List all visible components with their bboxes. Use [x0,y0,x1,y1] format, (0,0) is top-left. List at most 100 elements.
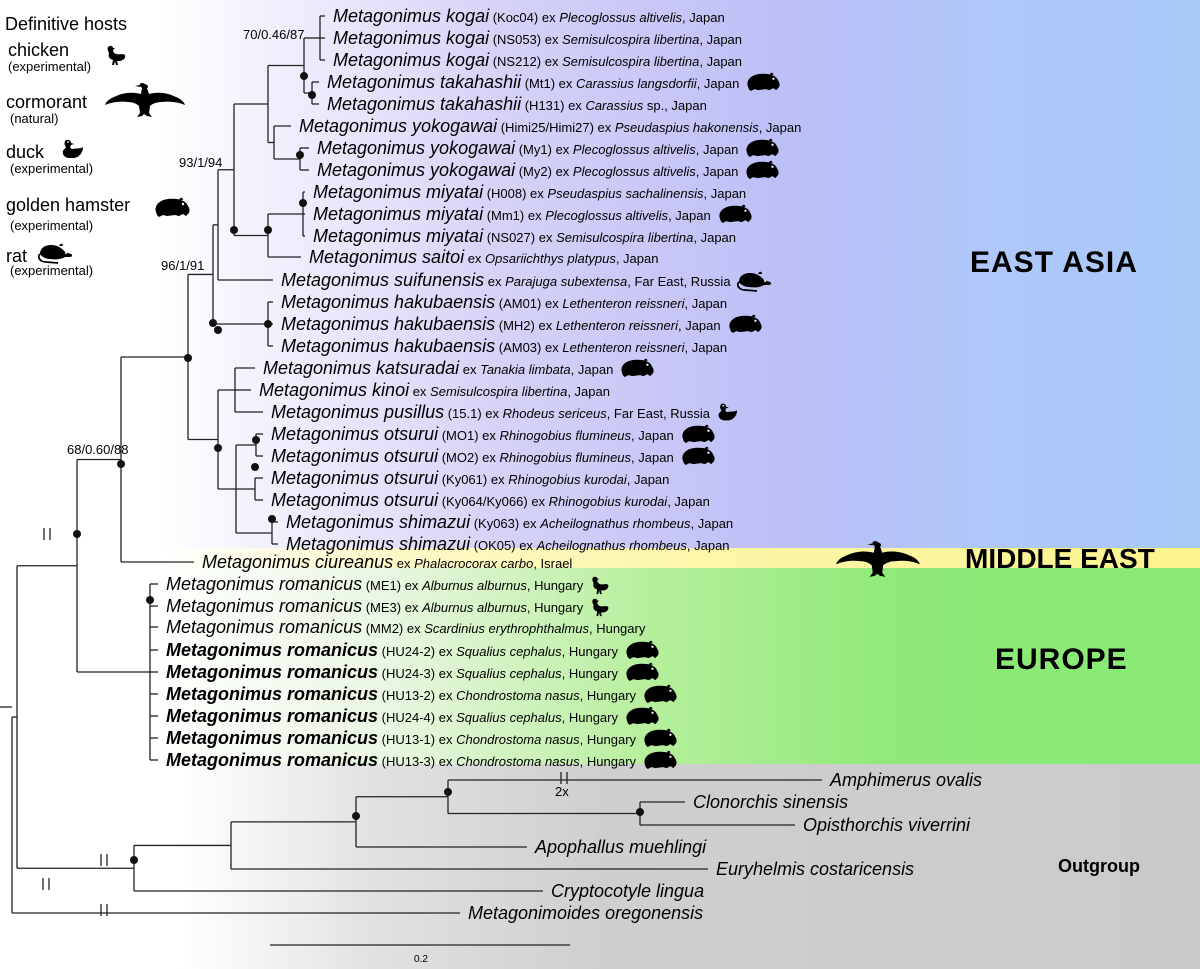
locality: , Hungary [561,710,618,725]
fish-host: Semisulcospira libertina [430,384,568,399]
locality: , Japan [695,142,739,157]
taxon-label: Metagonimus hakubaensis (AM01) ex Lethen… [281,292,727,312]
isolate-code: (AM01) [495,296,542,311]
fish-host: Chondrostoma nasus [456,688,580,703]
locality: , Hungary [579,688,637,703]
fish-host: Plecoglossus altivelis [559,10,683,25]
locality: , Far East, Russia [627,274,731,289]
hamster-icon [624,662,660,683]
supported-node-marker [252,436,260,444]
ex-label: ex [435,754,457,769]
fish-host: Carassius [585,98,644,113]
ex-label: ex [593,120,615,135]
supported-node-marker [268,515,276,523]
hamster-icon [624,640,660,661]
hamster-icon [624,706,660,727]
isolate-code: (H131) [521,98,565,113]
supported-node-marker [444,788,452,796]
species-name: Metagonimus hakubaensis [281,336,496,356]
fish-host: Rhinogobius kurodai [548,494,668,509]
ex-label: ex [478,428,500,443]
species-name: Metagonimus romanicus [166,728,379,748]
legend-name-duck: duck [6,142,45,162]
species-name: Metagonimus yokogawai [317,160,516,180]
species-name: Metagonimus kogai [333,50,490,70]
ex-label: ex [401,600,423,615]
taxon-label: Apophallus muehlingi [535,837,706,857]
fish-host: Alburnus alburnus [422,578,527,593]
legend-item-rat: rat (experimental) [6,246,93,278]
species-name: Metagonimus kinoi [259,380,410,400]
hamster-icon [717,204,753,225]
locality: , Hungary [526,578,584,593]
species-name: Metagonimus romanicus [166,706,379,726]
locality: , Japan [699,32,743,47]
taxon-label: Metagonimus romanicus (ME3) ex Alburnus … [166,596,611,616]
locality: , Japan [631,428,674,443]
fish-host: Lethenteron reissneri [555,318,678,333]
isolate-code: (Mm1) [483,208,525,223]
species-name: Metagonimus shimazui [286,512,471,532]
species-name: Metagonimus miyatai [313,226,484,246]
isolate-code: (Ky061) [438,472,488,487]
locality: , Japan [684,296,728,311]
supported-node-marker [230,226,238,234]
locality: sp., Japan [643,98,707,113]
ex-label: ex [555,76,577,91]
taxon-label: Metagonimus katsuradai ex Tanakia limbat… [263,358,655,378]
species-name: Metagonimus hakubaensis [281,314,496,334]
locality: , Japan [693,230,737,245]
fish-host: Squalius cephalus [456,644,562,659]
fish-host: Phalacrocorax carbo [414,556,534,571]
taxon-label: Metagonimus romanicus (HU13-1) ex Chondr… [166,728,678,748]
isolate-code: (ME3) [362,600,402,615]
taxon-label: Metagonimus miyatai (H008) ex Pseudaspiu… [313,182,746,202]
taxon-label: Metagonimus ciureanus ex Phalacrocorax c… [202,552,572,572]
isolate-code: (MO2) [438,450,479,465]
fish-host: Plecoglossus altivelis [572,164,696,179]
supported-node-marker [296,151,304,159]
locality: , Japan [682,10,725,25]
ex-label: ex [541,296,563,311]
ex-label: ex [435,732,457,747]
fish-host: Semisulcospira libertina [562,32,700,47]
isolate-code: (AM03) [495,340,542,355]
taxon-label: Metagonimus miyatai (Mm1) ex Plecoglossu… [313,204,753,224]
chicken-icon [104,44,128,66]
chicken-icon [589,597,611,617]
species-name: Metagonimus pusillus [271,402,445,422]
chicken-icon [589,575,611,595]
taxon-label: Metagonimus pusillus (15.1) ex Rhodeus s… [271,402,738,422]
ex-label: ex [515,538,537,553]
species-name: Metagonimus yokogawai [317,138,516,158]
species-name: Metagonimus kogai [333,6,490,26]
taxon-label: Metagonimus hakubaensis (MH2) ex Lethent… [281,314,763,334]
ex-label: ex [401,578,423,593]
locality: , Japan [626,472,670,487]
taxon-label: Metagonimus romanicus (HU24-3) ex Squali… [166,662,660,682]
taxon-label: Metagonimus saitoi ex Opsariichthys plat… [309,247,658,267]
support-label-core: 93/1/94 [179,155,223,170]
fish-host: Squalius cephalus [456,710,562,725]
supported-node-marker [308,91,316,99]
taxon-label: Metagonimus kogai (NS212) ex Semisulcosp… [333,50,742,70]
ex-label: ex [551,142,573,157]
legend-note-duck: (experimental) [10,161,94,176]
ex-label: ex [526,186,548,201]
taxon-label: Metagonimoides oregonensis [468,903,703,923]
species-name: Metagonimus romanicus [166,662,379,682]
taxon-label: Metagonimus kogai (Koc04) ex Plecoglossu… [333,6,725,26]
locality: , Hungary [579,732,637,747]
isolate-code: (ME1) [362,578,402,593]
supported-node-marker [209,319,217,327]
species-name: Metagonimus suifunensis [281,270,485,290]
region-label-middle-east: MIDDLE EAST [965,543,1155,574]
supported-node-marker [117,460,125,468]
taxon-label: Metagonimus miyatai (NS027) ex Semisulco… [313,226,736,246]
isolate-code: (HU24-2) [378,644,436,659]
ex-label: ex [487,472,509,487]
ex-label: ex [551,164,573,179]
locality: , Hungary [526,600,584,615]
supported-node-marker [73,530,81,538]
isolate-code: (Ky064/Ky066) [438,494,528,509]
